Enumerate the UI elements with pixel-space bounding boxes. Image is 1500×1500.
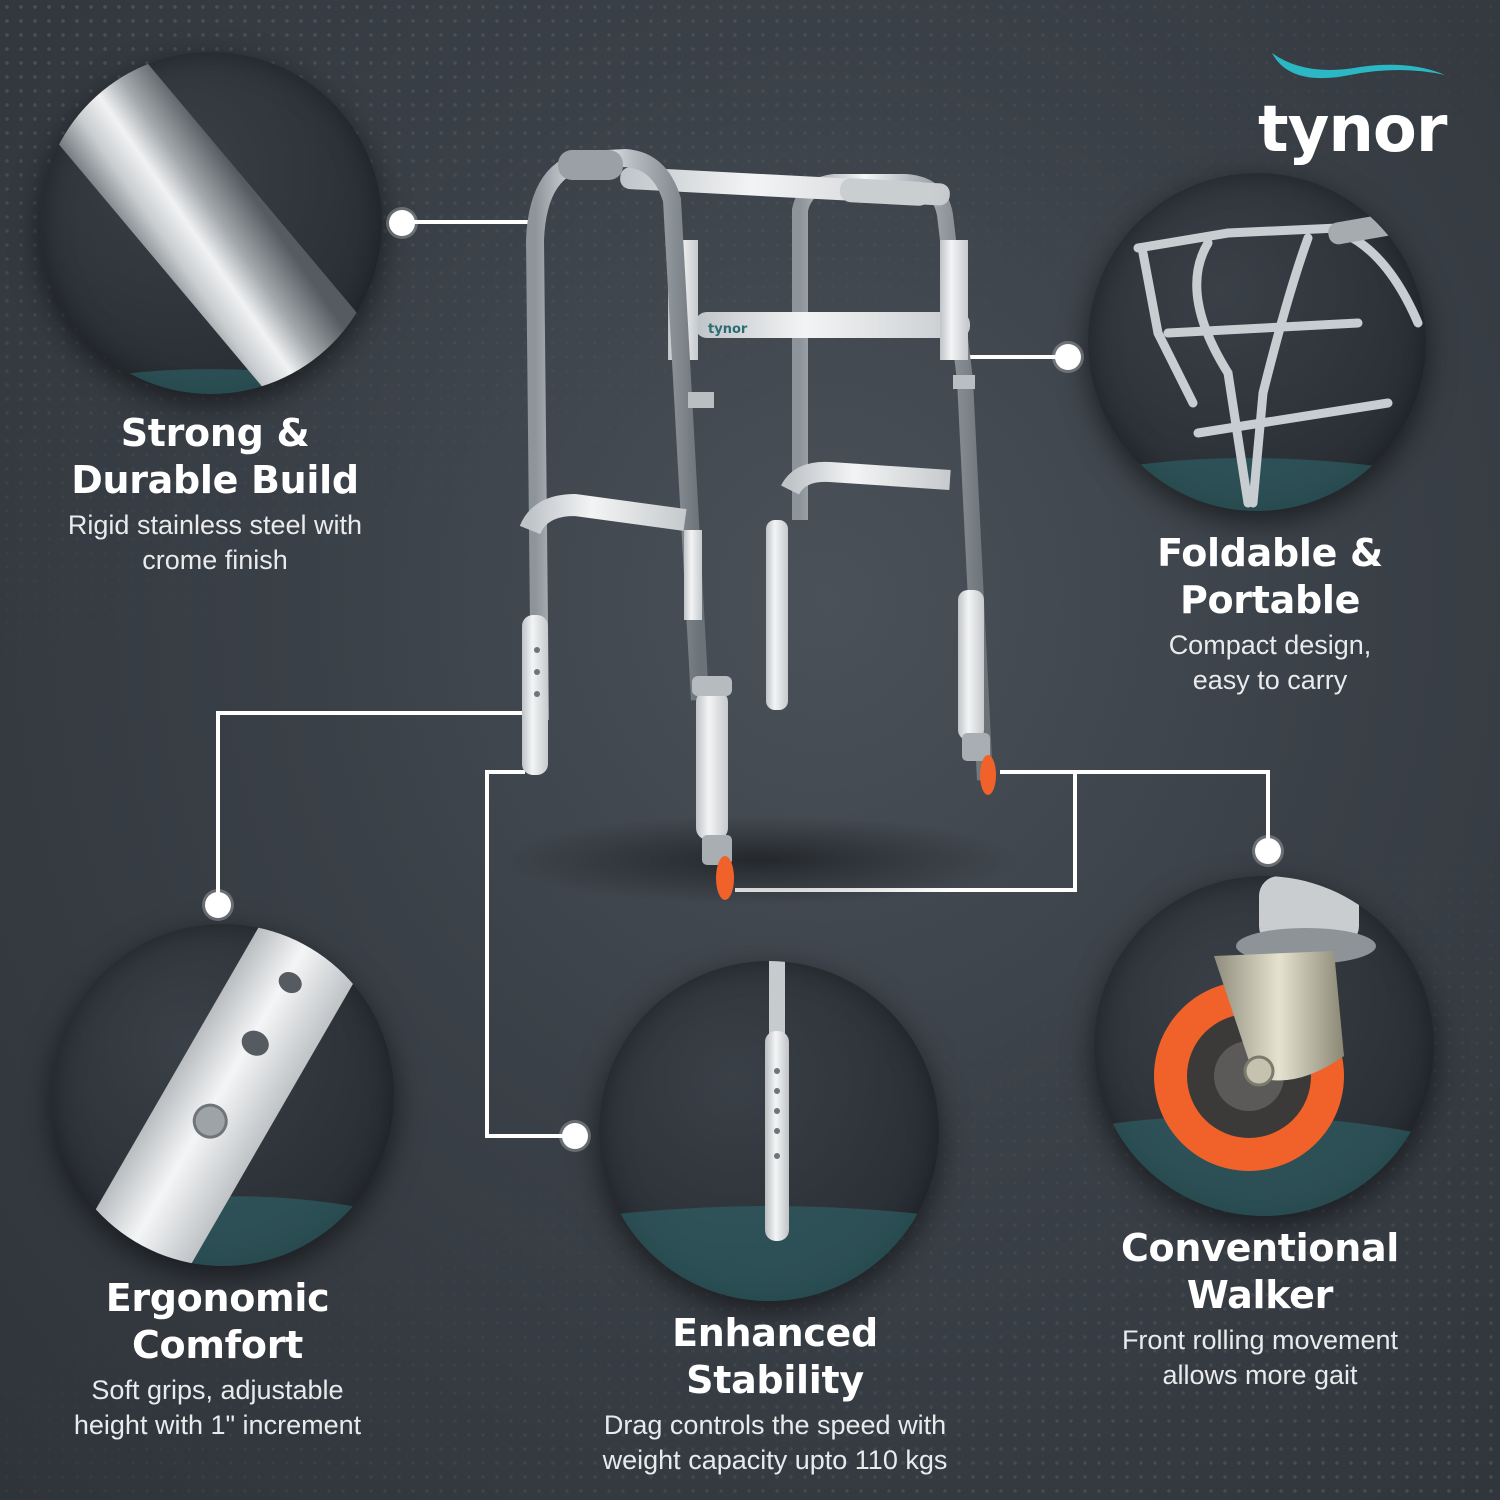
brand-name: tynor <box>1258 93 1447 167</box>
connector-dot-conventional <box>1255 838 1281 864</box>
connector-dot-foldable <box>1055 344 1081 370</box>
connector-dot-strong <box>389 210 415 236</box>
feature-foldable-desc: Compact design, easy to carry <box>1168 630 1372 695</box>
brand-logo: tynor <box>1250 45 1470 175</box>
feature-conventional-desc: Front rolling movement allows more gait <box>1121 1325 1399 1390</box>
detail-leg <box>599 961 939 1301</box>
feature-strong-desc: Rigid stainless steel with crome finish <box>67 510 363 575</box>
feature-stability-desc: Drag controls the speed with weight capa… <box>602 1410 948 1475</box>
feature-stability: Enhanced Stability Drag controls the spe… <box>565 1310 985 1478</box>
connector-dot-ergonomic <box>205 892 231 918</box>
detail-chrome-tube <box>40 52 382 394</box>
logo-wave-icon <box>1272 53 1445 79</box>
detail-caster-wheel <box>1094 876 1434 1216</box>
feature-ergonomic-title: Ergonomic Comfort <box>105 1276 330 1367</box>
connector-dot-stability <box>562 1123 588 1149</box>
feature-conventional-title: Conventional Walker <box>1120 1226 1400 1317</box>
feature-ergonomic: Ergonomic Comfort Soft grips, adjustable… <box>20 1275 415 1443</box>
crossbar-logo: tynor <box>708 322 748 337</box>
feature-foldable-title: Foldable & Portable <box>1157 531 1383 622</box>
detail-height-adjust <box>52 924 394 1266</box>
feature-stability-title: Enhanced Stability <box>672 1311 878 1402</box>
detail-folded-walker <box>1088 173 1426 511</box>
feature-strong-title: Strong & Durable Build <box>71 411 359 502</box>
feature-foldable: Foldable & Portable Compact design, easy… <box>1075 530 1465 698</box>
feature-ergonomic-desc: Soft grips, adjustable height with 1" in… <box>73 1375 362 1440</box>
feature-strong: Strong & Durable Build Rigid stainless s… <box>20 410 410 578</box>
feature-conventional: Conventional Walker Front rolling moveme… <box>1060 1225 1460 1393</box>
